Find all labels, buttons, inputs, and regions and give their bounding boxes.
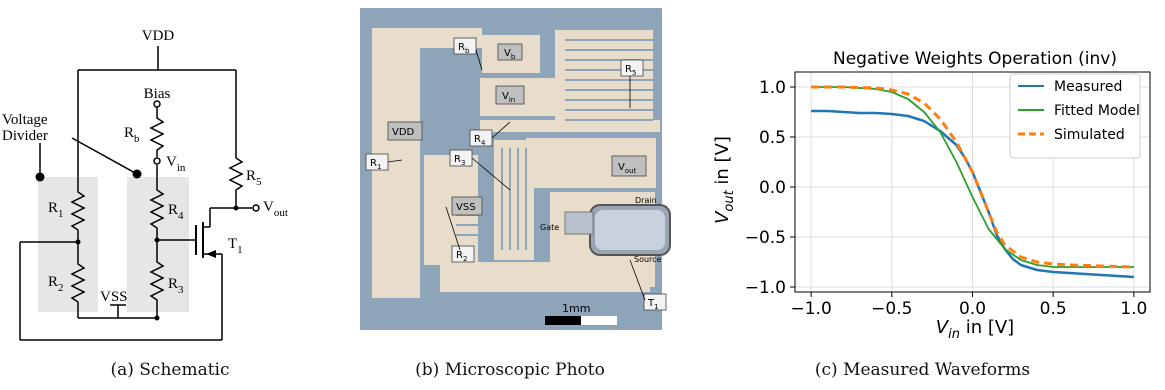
photo-label-r4: R4	[474, 134, 486, 147]
resistor-r5	[228, 150, 244, 208]
photo-panel: Rb Vb Vin R5 VDD R4 R1 R3 Vout Drain VSS…	[340, 0, 680, 390]
x-tick-label: −0.5	[871, 299, 912, 319]
y-tick-label: −1.0	[745, 278, 786, 298]
legend: Measured Fitted Model Simulated	[1009, 73, 1141, 159]
y-axis-label: Vout in [V]	[712, 136, 737, 224]
caption-c: (c) Measured Waveforms	[814, 360, 1031, 380]
label-voltage: Voltage	[2, 112, 48, 128]
label-r1: R1	[48, 200, 64, 220]
microscopic-photo: Rb Vb Vin R5 VDD R4 R1 R3 Vout Drain VSS…	[360, 8, 671, 330]
scale-bar-black	[545, 316, 581, 325]
x-tick-label: 0.0	[959, 299, 986, 319]
waveform-chart: Negative Weights Operation (inv) −1.0 −0.…	[712, 49, 1151, 342]
tick-labels: −1.0 −0.5 0.0 0.5 1.0 1.0 0.5 0.0 −0.5 −1.0	[745, 78, 1148, 319]
schematic-panel: VDD Bias Rb Vin Voltage Divider R1 R2 R3…	[0, 0, 340, 390]
legend-label-simulated: Simulated	[1054, 127, 1125, 143]
schematic-diagram: VDD Bias Rb Vin Voltage Divider R1 R2 R3…	[2, 28, 288, 341]
resistor-r4	[149, 182, 165, 240]
transistor-arrow	[206, 250, 216, 258]
series-line-fitted-model	[811, 86, 1134, 268]
photo-label-t1: T1	[647, 298, 659, 311]
shaded-region-right	[127, 177, 189, 312]
legend-box	[1009, 73, 1141, 159]
label-r5: R5	[246, 168, 262, 188]
resistor-r3	[149, 255, 165, 318]
label-vss: VSS	[100, 289, 128, 305]
photo-label-vout: Vout	[618, 162, 637, 175]
x-tick-label: 1.0	[1120, 299, 1147, 319]
scale-label: 1mm	[562, 302, 590, 315]
caption-a: (a) Schematic	[110, 360, 230, 380]
photo-label-vb: Vb	[504, 48, 516, 61]
photo-label-vdd: VDD	[392, 127, 415, 138]
label-r4: R4	[168, 202, 184, 222]
photo-label-gate: Gate	[540, 223, 559, 232]
y-tick-label: 0.5	[759, 128, 786, 148]
label-bias: Bias	[144, 86, 171, 102]
caption-b: (b) Microscopic Photo	[415, 360, 605, 380]
y-tick-label: −0.5	[745, 228, 786, 248]
label-rb: Rb	[124, 125, 140, 145]
series-line-simulated	[811, 85, 1134, 269]
legend-label-measured: Measured	[1054, 79, 1122, 95]
photo-label-r3: R3	[454, 154, 465, 167]
photo-label-rb: Rb	[458, 42, 470, 55]
photo-label-source: Source	[634, 255, 662, 264]
label-vout: Vout	[263, 199, 288, 219]
x-tick-label: −1.0	[790, 299, 831, 319]
label-vdd: VDD	[142, 28, 175, 44]
photo-label-vin: Vin	[502, 91, 515, 104]
photo-label-r1: R1	[370, 158, 381, 171]
resistor-r2	[70, 252, 86, 318]
photo-label-drain: Drain	[635, 196, 657, 205]
y-tick-label: 1.0	[759, 78, 786, 98]
resistor-rb	[149, 110, 165, 157]
chart-title: Negative Weights Operation (inv)	[833, 49, 1117, 69]
label-divider: Divider	[2, 128, 48, 144]
label-vin: Vin	[166, 154, 186, 174]
label-r2: R2	[48, 274, 64, 294]
label-t1: T1	[228, 236, 243, 256]
series-layer	[811, 85, 1134, 279]
resistor-r1	[70, 178, 86, 238]
chart-panel: Negative Weights Operation (inv) −1.0 −0.…	[680, 0, 1165, 390]
shaded-region-left	[38, 177, 98, 312]
x-tick-label: 0.5	[1040, 299, 1067, 319]
photo-label-r5: R5	[625, 64, 636, 77]
x-axis-label: Vin in [V]	[936, 317, 1014, 342]
photo-label-vss: VSS	[456, 202, 476, 213]
label-r3: R3	[168, 276, 184, 296]
legend-label-fitted: Fitted Model	[1054, 103, 1140, 119]
photo-label-r2: R2	[456, 250, 467, 263]
scale-bar-white	[581, 316, 617, 325]
y-tick-label: 0.0	[759, 178, 786, 198]
